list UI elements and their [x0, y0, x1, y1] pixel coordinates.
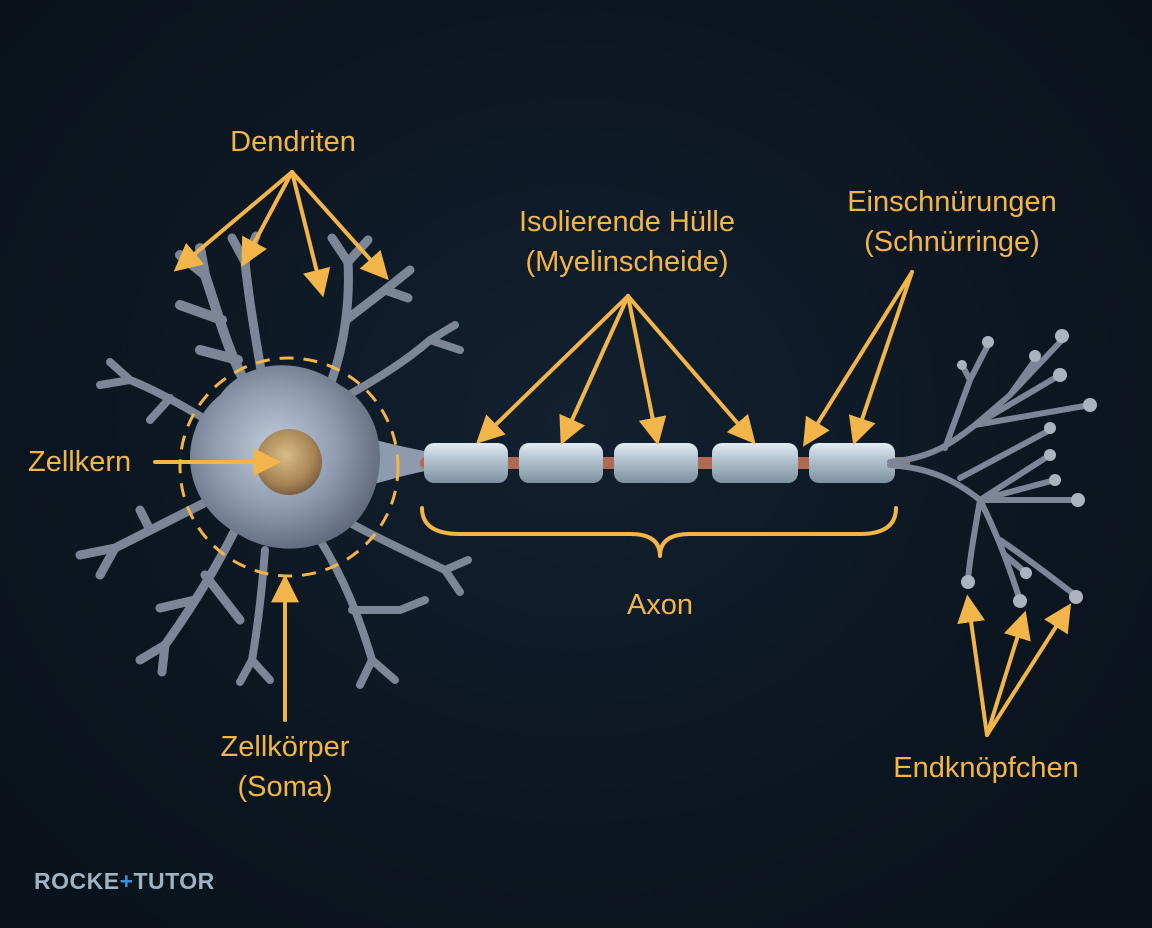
label-zellkoerper: Zellkörper (Soma)	[220, 731, 350, 803]
arrow-dendriten-1	[173, 170, 294, 272]
arrow-dendriten-2	[241, 170, 294, 267]
label-axon: Axon	[626, 589, 694, 621]
label-einschnuerungen: Einschnürungen (Schnürringe)	[847, 186, 1057, 258]
myelin-segments	[424, 443, 895, 483]
myelin-segment	[519, 443, 603, 483]
logo-plus: +	[119, 868, 134, 894]
label-dendriten: Dendriten	[230, 126, 356, 158]
arrow-endknoepfchen-3	[985, 603, 1072, 737]
arrow-myelin-2	[559, 294, 630, 446]
label-endknoepfchen: Endknöpfchen	[893, 752, 1079, 784]
arrow-schnuerringe-1	[803, 270, 914, 447]
arrow-myelin-1	[475, 294, 630, 444]
rocketutor-logo: ROCKE+TUTOR	[34, 868, 215, 894]
nucleus	[256, 429, 322, 495]
myelin-segment	[424, 443, 508, 483]
myelin-segment	[614, 443, 698, 483]
myelin-segment	[809, 443, 895, 483]
arrow-endknoepfchen-1	[957, 594, 989, 737]
myelin-segment	[712, 443, 798, 483]
axon-terminals	[887, 337, 1093, 603]
arrow-myelin-4	[626, 294, 756, 445]
synaptic-knobs	[957, 329, 1097, 608]
arrow-schnuerringe-2	[848, 270, 914, 446]
label-isolierende-huelle: Isolierende Hülle (Myelinscheide)	[518, 206, 736, 278]
arrow-myelin-3	[626, 294, 667, 446]
arrow-dendriten-4	[290, 170, 389, 281]
label-zellkern: Zellkern	[28, 446, 132, 478]
arrow-endknoepfchen-2	[985, 610, 1031, 737]
axon-brace	[420, 506, 898, 558]
dendrites	[75, 231, 472, 689]
annotation-arrows	[153, 170, 1072, 737]
arrow-dendriten-3	[290, 170, 331, 298]
